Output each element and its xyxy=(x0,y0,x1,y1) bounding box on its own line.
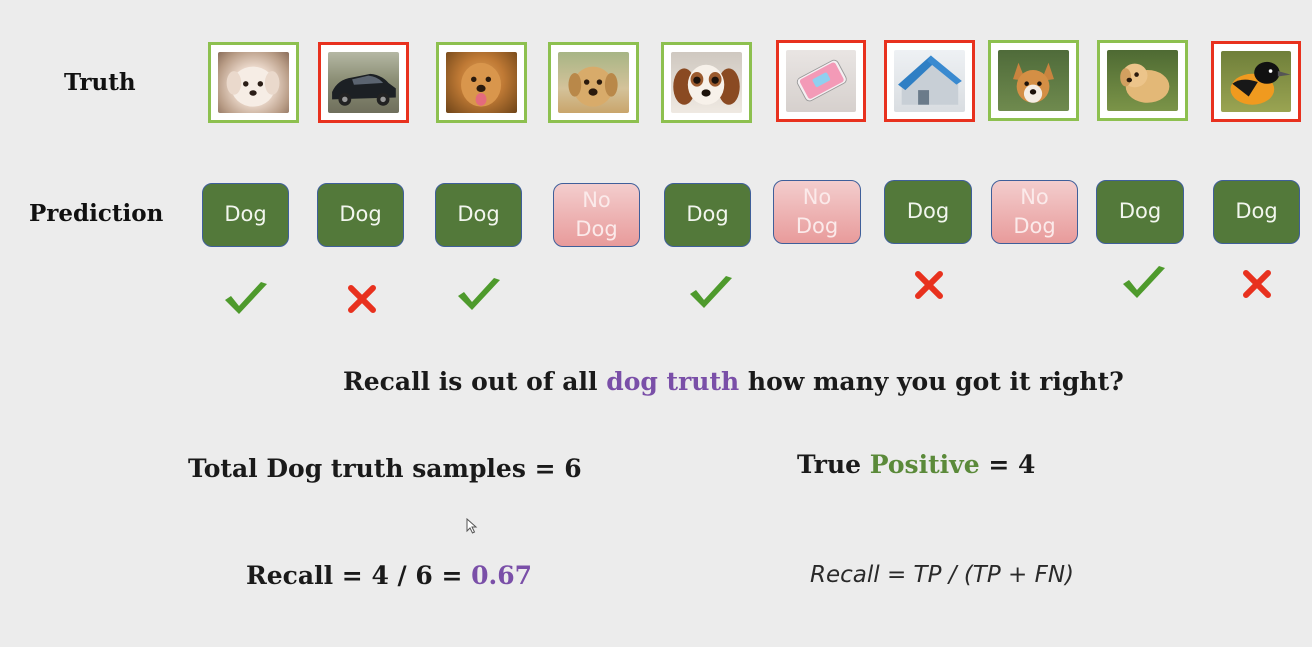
truth-image-bird-oriole xyxy=(1211,41,1301,122)
recall-computation: Recall = 4 / 6 = 0.67 xyxy=(246,561,533,590)
truth-image-dog-golden-retriever-2 xyxy=(548,42,639,123)
prediction-box-dog: Dog xyxy=(435,183,522,247)
checkmark-icon xyxy=(690,276,732,308)
recall-question: Recall is out of all dog truth how many … xyxy=(343,367,1124,396)
truth-image-phone xyxy=(776,40,866,122)
mouse-cursor-icon xyxy=(466,518,478,534)
cross-icon xyxy=(348,285,376,313)
prediction-box-dog: Dog xyxy=(664,183,751,247)
prediction-box-dog: Dog xyxy=(884,180,972,244)
true-positive-count: True Positive = 4 xyxy=(797,450,1036,479)
positive-highlight: Positive xyxy=(869,450,980,479)
truth-image-car xyxy=(318,42,409,123)
prediction-box-dog: Dog xyxy=(202,183,289,247)
truth-image-house xyxy=(884,40,975,122)
truth-image-dog-golden-puppy xyxy=(1097,40,1188,121)
question-highlight: dog truth xyxy=(606,367,740,396)
truth-image-dog-spaniel xyxy=(661,42,752,123)
cross-icon xyxy=(1243,270,1271,298)
prediction-box-dog: Dog xyxy=(317,183,404,247)
checkmark-icon xyxy=(225,282,267,314)
prediction-row-label: Prediction xyxy=(29,200,164,227)
truth-row-label: Truth xyxy=(64,69,136,96)
cross-icon xyxy=(915,271,943,299)
recall-value: 0.67 xyxy=(471,561,533,590)
total-dog-truth-samples: Total Dog truth samples = 6 xyxy=(188,454,582,483)
prediction-box-dog: Dog xyxy=(1213,180,1300,244)
checkmark-icon xyxy=(458,278,500,310)
truth-image-dog-puppy-white xyxy=(208,42,299,123)
recall-formula: Recall = TP / (TP + FN) xyxy=(810,562,1075,588)
truth-image-dog-golden-retriever xyxy=(436,42,527,123)
truth-image-dog-corgi xyxy=(988,40,1079,121)
checkmark-icon xyxy=(1123,266,1165,298)
prediction-box-dog: Dog xyxy=(1096,180,1184,244)
